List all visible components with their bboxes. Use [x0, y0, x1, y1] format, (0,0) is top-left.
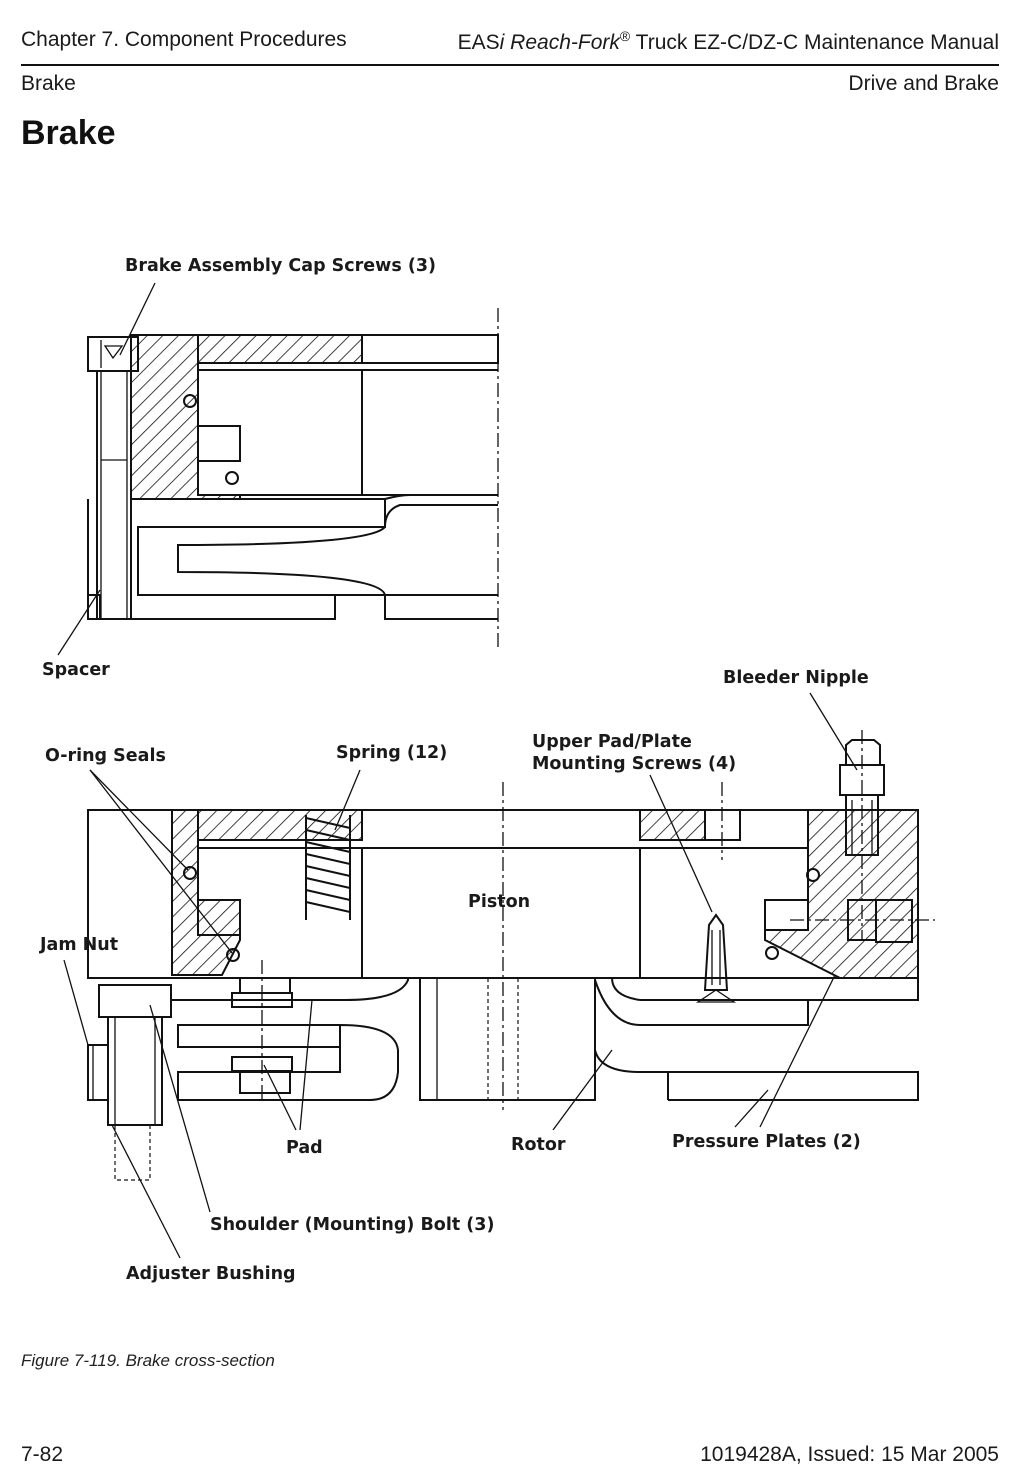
label-cap-screws: Brake Assembly Cap Screws (3) [125, 256, 436, 276]
label-upper-pad-line2: Mounting Screws (4) [532, 754, 736, 774]
label-oring-seals: O-ring Seals [45, 746, 166, 766]
page-title: Brake [21, 114, 116, 152]
header-manual-title: EASi Reach-Fork® Truck EZ-C/DZ-C Mainten… [458, 28, 999, 55]
label-jam-nut: Jam Nut [39, 935, 118, 955]
label-upper-pad-line1: Upper Pad/Plate [532, 732, 692, 752]
manual-suffix: Truck EZ-C/DZ-C Maintenance Manual [630, 31, 999, 54]
footer-page-number: 7-82 [21, 1443, 64, 1466]
section-left: Brake [21, 72, 76, 95]
header-rule [21, 64, 999, 66]
leader-lines [57, 282, 858, 1259]
figure-caption: Figure 7-119. Brake cross-section [21, 1351, 275, 1370]
label-spring: Spring (12) [336, 743, 447, 763]
header-chapter: Chapter 7. Component Procedures [21, 28, 347, 51]
label-shoulder-bolt: Shoulder (Mounting) Bolt (3) [210, 1215, 494, 1235]
footer-doc-id: 1019428A, Issued: 15 Mar 2005 [700, 1443, 999, 1466]
label-pad: Pad [286, 1138, 323, 1158]
label-rotor: Rotor [511, 1135, 566, 1155]
registered-mark: ® [619, 28, 631, 44]
manual-prefix: EAS [457, 31, 500, 54]
section-right: Drive and Brake [848, 72, 999, 95]
label-piston: Piston [468, 892, 530, 912]
label-adjuster-bushing: Adjuster Bushing [126, 1264, 296, 1284]
label-pressure-plates: Pressure Plates (2) [672, 1132, 861, 1152]
upper-detail-view [87, 308, 499, 650]
label-spacer: Spacer [42, 660, 110, 680]
label-bleeder-nipple: Bleeder Nipple [723, 668, 869, 688]
lower-detail-view [87, 730, 935, 1181]
manual-italic: i Reach-Fork [499, 31, 620, 54]
